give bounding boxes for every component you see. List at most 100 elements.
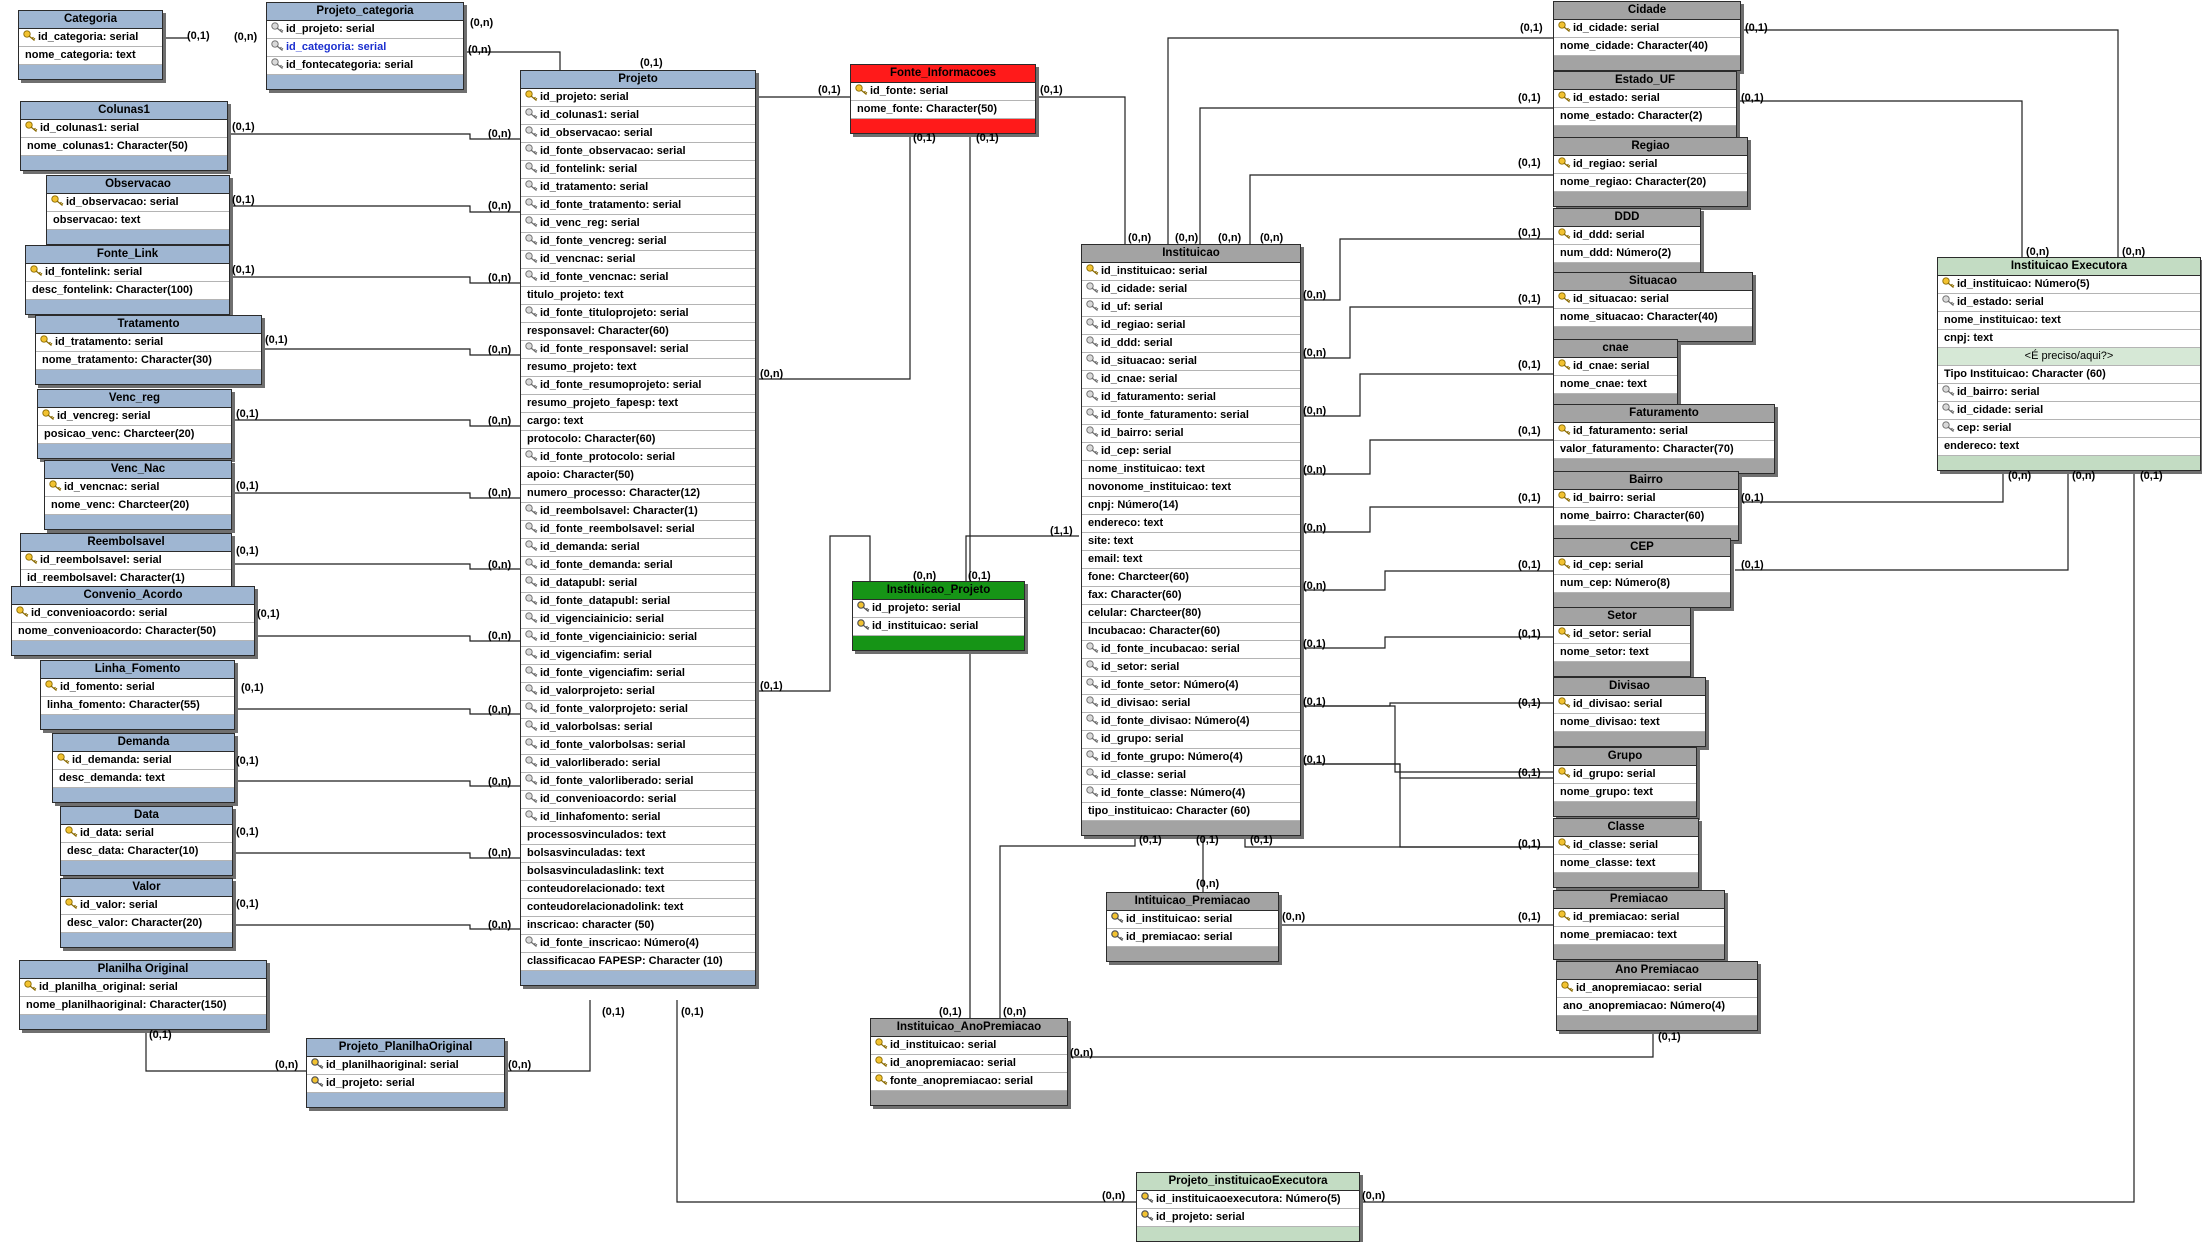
entity-footer: [1554, 526, 1738, 540]
field-name: id_anopremiacao: serial: [890, 1057, 1016, 1069]
foreign-key-icon: [1086, 408, 1101, 421]
field-name: id_fonte_resumoprojeto: serial: [540, 379, 702, 391]
entity-field: id_premiacao: serial: [1107, 929, 1278, 947]
field-name: resumo_projeto: text: [527, 361, 637, 373]
cardinality-label: (0,1): [681, 1006, 704, 1018]
entity-field: id_colunas1: serial: [21, 120, 227, 138]
entity-field: id_fonte_valorbolsas: serial: [521, 737, 755, 755]
entity-title: Projeto_categoria: [267, 3, 463, 21]
cardinality-label: (0,1): [1518, 838, 1541, 850]
entity-field: nome_convenioacordo: Character(50): [12, 623, 254, 641]
foreign-key-icon: [271, 58, 286, 71]
primary-key-icon: [1558, 424, 1573, 437]
cardinality-label: (0,n): [488, 847, 512, 859]
entity-title: DDD: [1554, 209, 1700, 227]
field-name: id_fonte: serial: [870, 85, 949, 97]
entity-field: id_linhafomento: serial: [521, 809, 755, 827]
primary-key-icon: [51, 195, 66, 208]
entity-title: Estado_UF: [1554, 72, 1736, 90]
field-name: nome_estado: Character(2): [1560, 110, 1703, 122]
entity-footer: [1554, 192, 1747, 206]
primary-key-icon: [875, 1056, 890, 1069]
cardinality-label: (0,n): [1303, 347, 1327, 359]
entity-footer: [26, 300, 229, 314]
field-name: id_vencreg: serial: [57, 410, 151, 422]
primary-key-icon: [65, 826, 80, 839]
cardinality-label: (0,n): [1303, 580, 1327, 592]
entity-field: posicao_venc: Charcteer(20): [38, 426, 231, 444]
entity-footer: [47, 230, 229, 244]
entity-field: id_valor: serial: [61, 897, 232, 915]
entity-field: id_fonte_protocolo: serial: [521, 449, 755, 467]
field-name: id_datapubl: serial: [540, 577, 638, 589]
field-name: responsavel: Character(60): [527, 325, 669, 337]
entity-title: Observacao: [47, 176, 229, 194]
entity-field: id_fonte_classe: Número(4): [1082, 785, 1300, 803]
entity-title: Projeto_PlanilhaOriginal: [307, 1039, 504, 1057]
entity-field: id_demanda: serial: [521, 539, 755, 557]
foreign-key-icon: [525, 702, 540, 715]
entity-title: Situacao: [1554, 273, 1752, 291]
field-name: id_vigenciafim: serial: [540, 649, 652, 661]
field-name: numero_processo: Character(12): [527, 487, 701, 499]
field-name: nome_colunas1: Character(50): [27, 140, 188, 152]
cardinality-label: (0,1): [976, 132, 999, 144]
entity-footer: [1554, 56, 1740, 70]
primary-foreign-key-icon: [311, 1076, 326, 1089]
entity-field: id_valorbolsas: serial: [521, 719, 755, 737]
foreign-key-icon: [1086, 660, 1101, 673]
entity-field: id_fonte_tratamento: serial: [521, 197, 755, 215]
entity-field: id_convenioacordo: serial: [12, 605, 254, 623]
field-name: id_demanda: serial: [540, 541, 640, 553]
entity-field: id_fonte_observacao: serial: [521, 143, 755, 161]
entity-field: id_fonte_inscricao: Número(4): [521, 935, 755, 953]
entity-field: id_instituicao: serial: [1082, 263, 1300, 281]
cardinality-label: (0,n): [1260, 232, 1284, 244]
entity-field: id_classe: serial: [1554, 837, 1698, 855]
entity-field: id_cidade: serial: [1938, 402, 2200, 420]
cardinality-label: (0,n): [488, 919, 512, 931]
field-name: id_regiao: serial: [1101, 319, 1186, 331]
entity-field: nome_classe: text: [1554, 855, 1698, 873]
field-name: cep: serial: [1957, 422, 2012, 434]
primary-key-icon: [1558, 292, 1573, 305]
